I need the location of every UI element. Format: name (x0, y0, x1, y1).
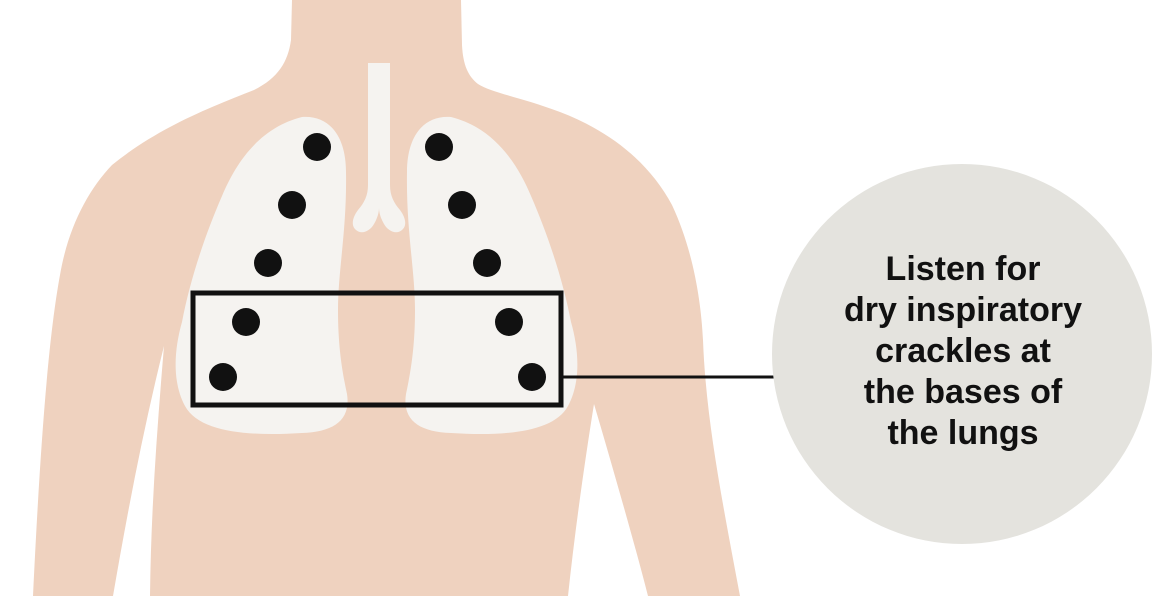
callout-text-line: the bases of (864, 373, 1063, 411)
auscultation-point (278, 191, 306, 219)
callout-text-line: crackles at (875, 332, 1051, 370)
highlight-box (190, 290, 564, 408)
callout-text: Listen for dry inspiratory crackles at t… (844, 250, 1082, 452)
auscultation-point (473, 249, 501, 277)
auscultation-point (495, 308, 523, 336)
auscultation-point (232, 308, 260, 336)
left-lung (175, 116, 348, 435)
callout-text-line: Listen for (886, 250, 1041, 288)
callout-circle (772, 164, 1152, 544)
auscultation-point (425, 133, 453, 161)
auscultation-point (209, 363, 237, 391)
trachea-icon (352, 63, 406, 233)
torso-silhouette (33, 0, 740, 596)
auscultation-point (518, 363, 546, 391)
callout-text-line: the lungs (887, 414, 1038, 452)
auscultation-points-group (209, 133, 546, 391)
auscultation-point (448, 191, 476, 219)
auscultation-point (254, 249, 282, 277)
callout-text-line: dry inspiratory (844, 291, 1082, 329)
auscultation-point (303, 133, 331, 161)
